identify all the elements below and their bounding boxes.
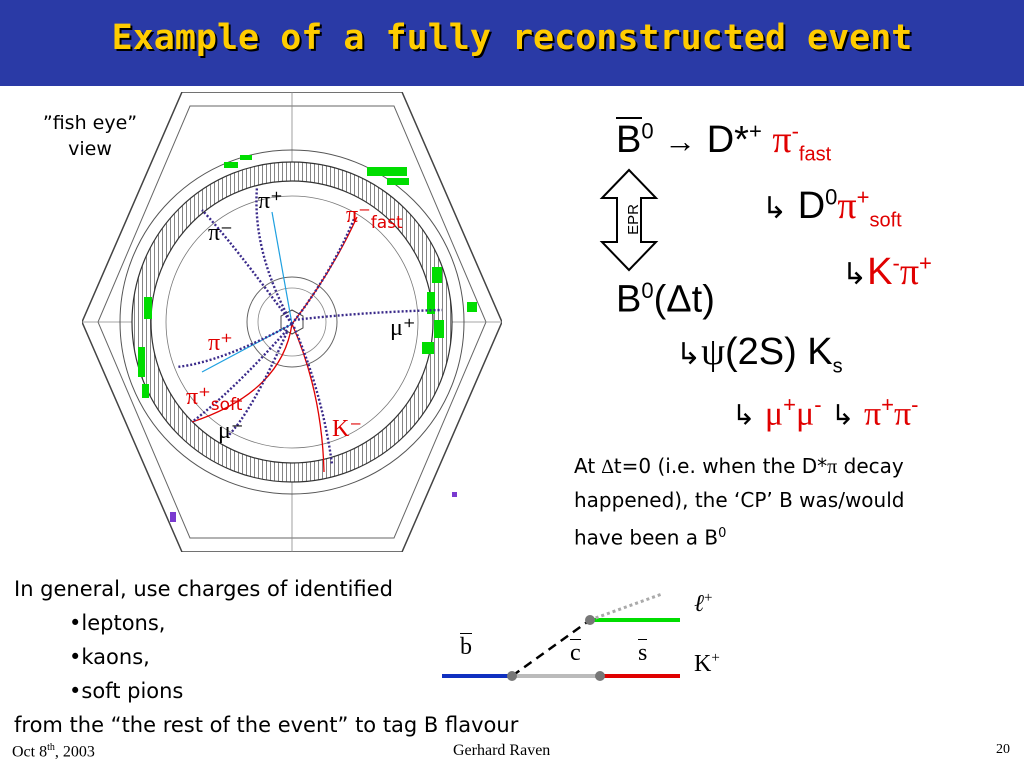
label-mu-minus: μ⁻ xyxy=(218,418,244,444)
tagging-outro: from the “the rest of the event” to tag … xyxy=(14,713,519,737)
kaon-label: K+ xyxy=(694,650,720,677)
charged-tracks xyxy=(176,186,443,465)
epr-label: EPR xyxy=(624,204,642,235)
note-line-1: At ∆t=0 (i.e. when the D*π decay xyxy=(574,454,904,478)
title-bar xyxy=(0,0,1024,86)
label-pi-soft: π⁺soft xyxy=(186,384,243,415)
label-k-minus: K⁻ xyxy=(332,416,362,442)
bullet-kaons: •kaons, xyxy=(69,645,150,669)
decay-line-3: ↳K-π+ xyxy=(842,250,932,293)
tagging-intro: In general, use charges of identified xyxy=(14,577,393,601)
lepton-label: ℓ+ xyxy=(694,590,713,617)
fisheye-line2: view xyxy=(68,138,112,160)
footer-page-number: 20 xyxy=(996,742,1010,757)
tagging-text: In general, use charges of identified •l… xyxy=(14,572,518,742)
c-bar-label: c xyxy=(570,639,581,666)
tagging-diagram xyxy=(442,592,680,681)
s-bar-label: s xyxy=(638,639,648,666)
label-pi-fast: π⁻fast xyxy=(346,202,403,233)
decay-line-4: B0(Δt) xyxy=(616,278,715,321)
cp-note: At ∆t=0 (i.e. when the D*π decay happene… xyxy=(574,450,1014,555)
fisheye-caption: ”fish eye” view xyxy=(0,110,180,162)
slide-title: Example of a fully reconstructed event xyxy=(111,18,913,58)
label-pi-minus-left: π⁻ xyxy=(208,220,233,246)
note-line-3: have been a B0 xyxy=(574,525,727,550)
label-pi-plus-mid: π⁺ xyxy=(208,330,233,356)
decay-line-1: B0 → D*+ π-fast xyxy=(616,117,832,166)
decay-line-6: ↳ μ+μ- ↳ π+π- xyxy=(732,392,919,433)
dirc-hits xyxy=(138,155,477,398)
fisheye-line1: ”fish eye” xyxy=(42,112,138,134)
label-mu-plus: μ⁺ xyxy=(390,315,416,341)
bullet-soft-pions: •soft pions xyxy=(69,679,184,703)
decay-line-2: ↳ D0π+soft xyxy=(762,184,902,232)
b-bar-label: b xyxy=(460,633,472,660)
detector-event-display xyxy=(82,92,502,552)
footer-author: Gerhard Raven xyxy=(453,742,551,759)
footer-date: Oct 8th, 2003 xyxy=(12,742,95,761)
label-pi-plus-top: π⁺ xyxy=(258,188,283,214)
epr-arrow xyxy=(599,168,659,272)
bullet-leptons: •leptons, xyxy=(69,611,166,635)
decay-line-5: ↳ψ(2S) Ks xyxy=(676,331,843,378)
note-line-2: happened), the ‘CP’ B was/would xyxy=(574,488,905,512)
